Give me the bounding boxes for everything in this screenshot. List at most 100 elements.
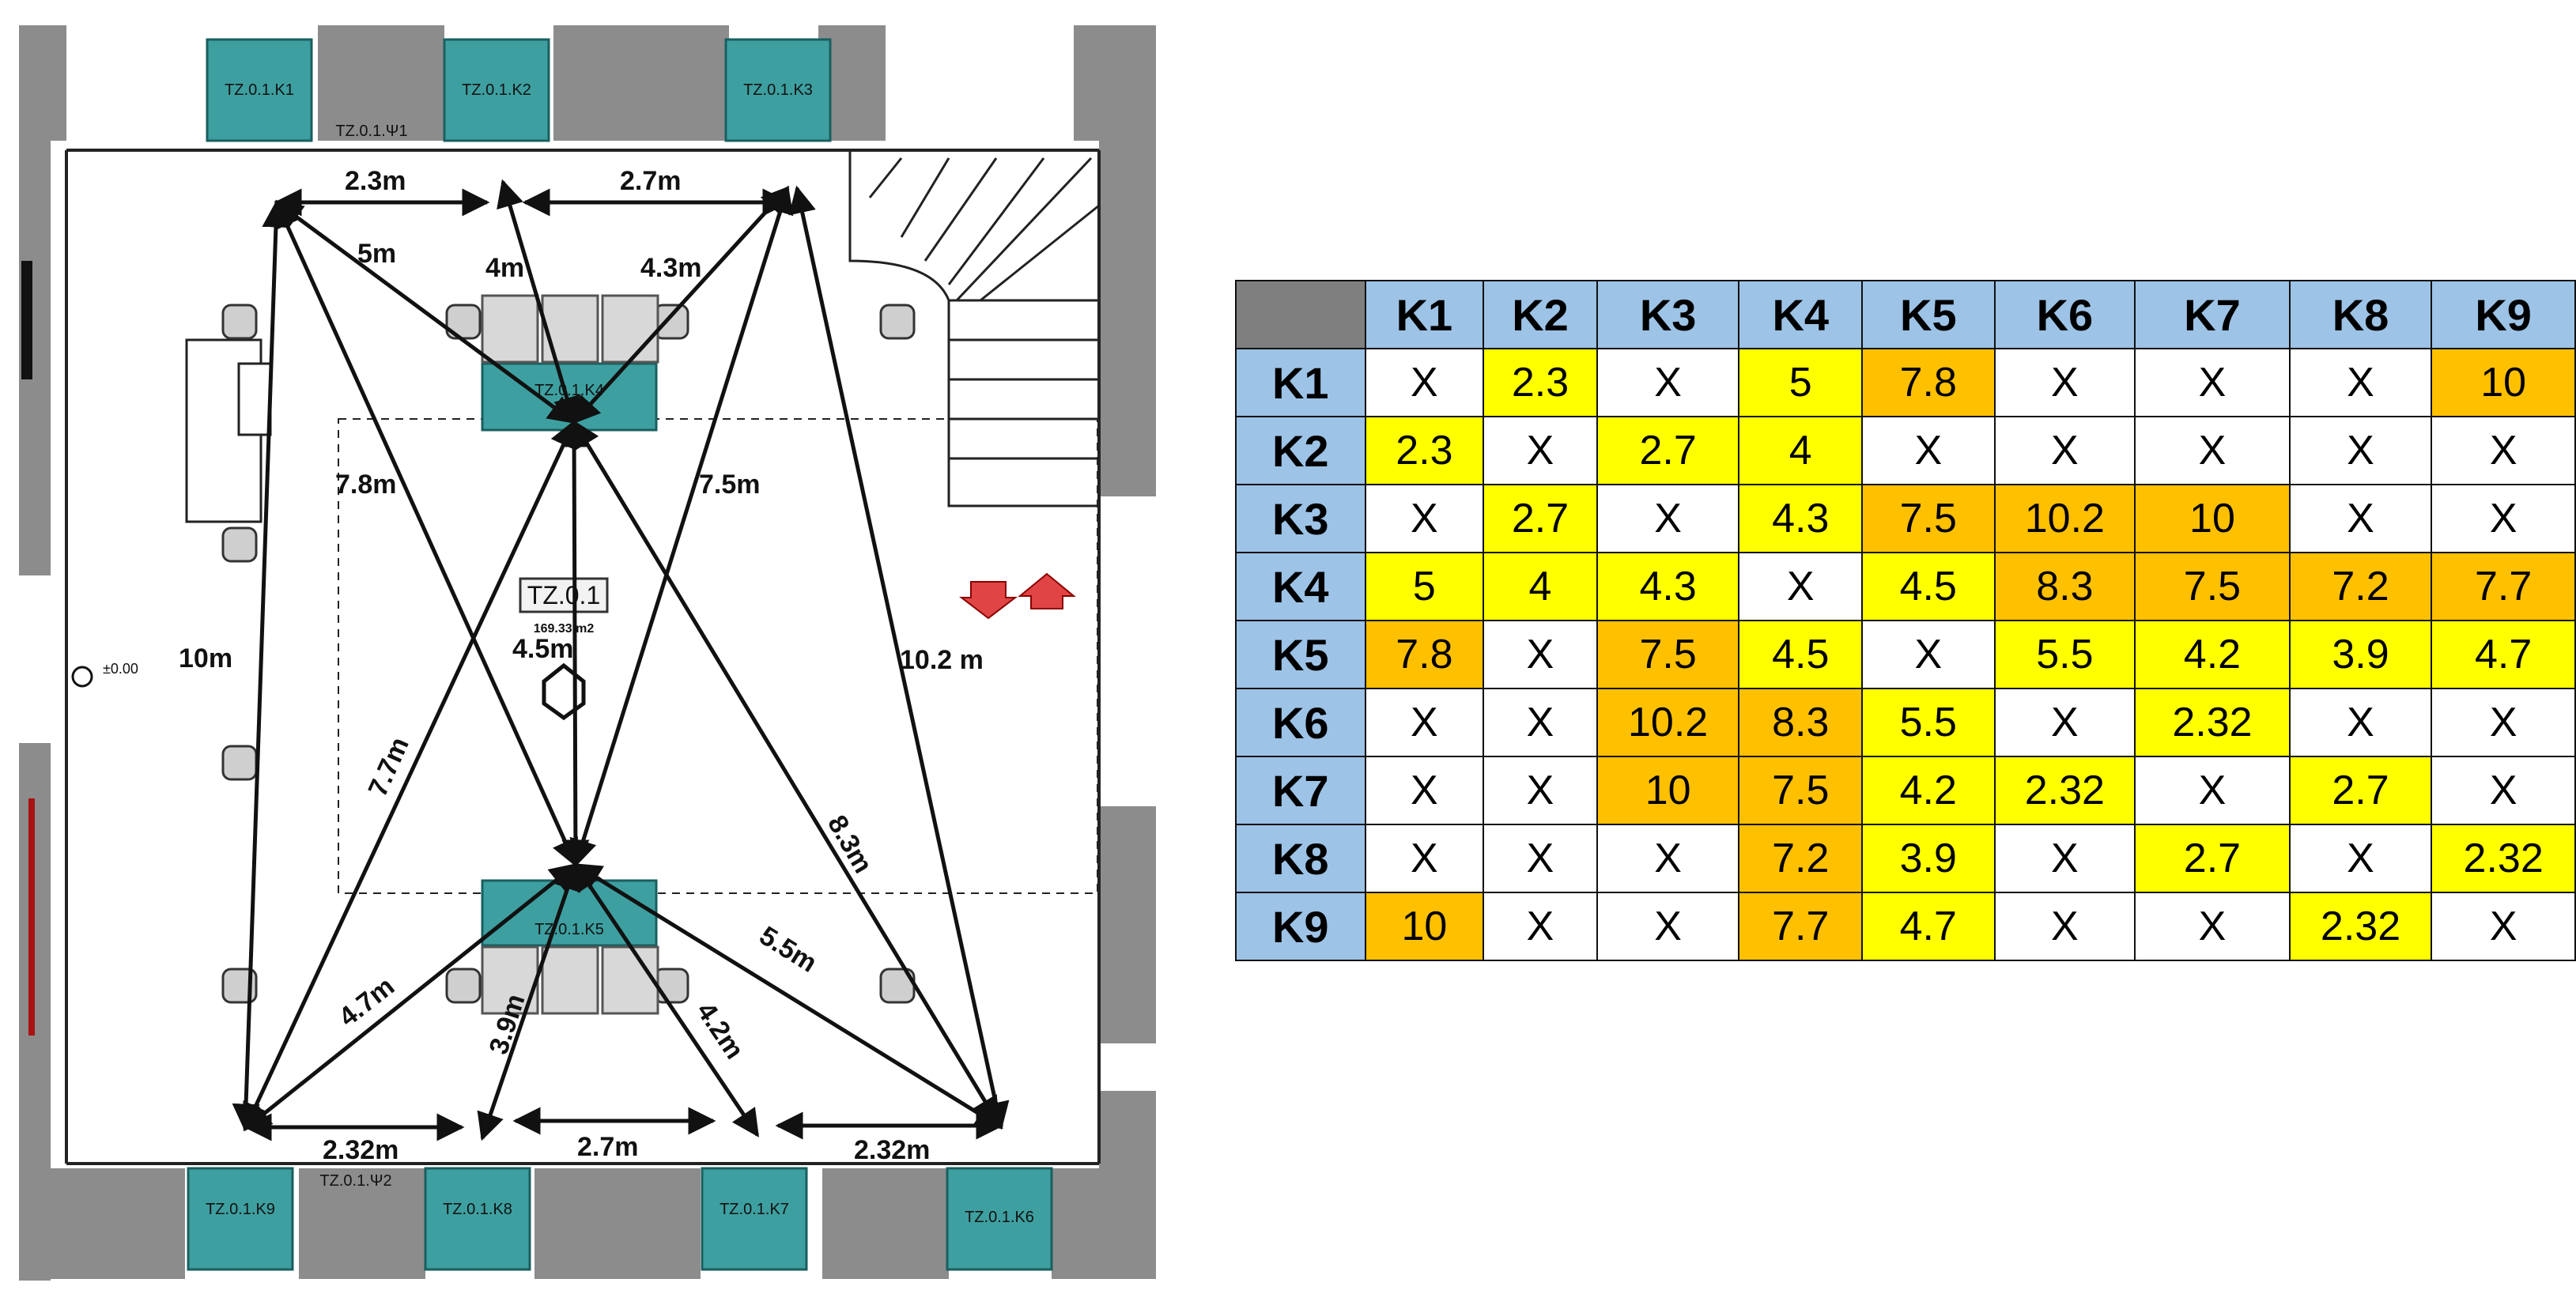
matrix-cell: X	[1993, 688, 2136, 757]
matrix-cell: X	[1483, 688, 1598, 757]
col-header-k3: K3	[1596, 280, 1740, 349]
matrix-cell: 5.5	[1861, 688, 1996, 757]
matrix-cell: 7.2	[2288, 552, 2433, 621]
row-header-k9: K9	[1235, 892, 1366, 961]
matrix-cell: 7.8	[1861, 348, 1996, 417]
matrix-cell: X	[2288, 688, 2433, 757]
col-header-k8: K8	[2288, 280, 2433, 349]
dist-k1-k2: 2.3m	[345, 166, 406, 196]
row-header-k3: K3	[1235, 484, 1366, 553]
matrix-cell: 4.2	[2134, 620, 2291, 689]
matrix-cell: X	[1483, 892, 1598, 961]
col-header-k1: K1	[1364, 280, 1485, 349]
dist-k2-k3: 2.7m	[620, 166, 682, 196]
matrix-cell: 7.5	[1596, 620, 1740, 689]
matrix-cell: 2.32	[2134, 688, 2291, 757]
matrix-cell: X	[1364, 756, 1485, 825]
matrix-cell: 7.7	[2431, 552, 2576, 621]
matrix-cell: X	[2288, 416, 2433, 485]
dist-k8-k7: 2.7m	[577, 1132, 639, 1162]
label-k3: TZ.0.1.K3	[743, 81, 813, 99]
matrix-cell: 5	[1738, 348, 1864, 417]
matrix-cell: X	[1483, 620, 1598, 689]
matrix-cell: 2.7	[2134, 824, 2291, 893]
dist-k1-k4: 5m	[357, 239, 396, 269]
matrix-cell: X	[2431, 416, 2576, 485]
matrix-cell: X	[2288, 824, 2433, 893]
matrix-cell: 4.7	[2431, 620, 2576, 689]
col-header-k9: K9	[2431, 280, 2576, 349]
matrix-cell: X	[1738, 552, 1864, 621]
matrix-cell: 2.32	[2288, 892, 2433, 961]
row-header-k1: K1	[1235, 348, 1366, 417]
matrix-cell: X	[2431, 892, 2576, 961]
matrix-cell: X	[1596, 892, 1740, 961]
matrix-cell: X	[2134, 892, 2291, 961]
walls	[19, 25, 1156, 1281]
matrix-cell: X	[2431, 756, 2576, 825]
access-point-icon	[542, 662, 586, 721]
matrix-cell: 2.7	[2288, 756, 2433, 825]
label-k7: TZ.0.1.K7	[720, 1201, 789, 1218]
dist-k7-k6: 2.32m	[854, 1135, 930, 1165]
label-k4: TZ.0.1.K4	[534, 382, 604, 399]
label-k6: TZ.0.1.K6	[965, 1209, 1034, 1226]
matrix-cell: 2.7	[1483, 484, 1598, 553]
door-label-bottom: TZ.0.1.Ψ2	[319, 1172, 391, 1190]
row-header-k4: K4	[1235, 552, 1366, 621]
matrix-cell: 4.5	[1738, 620, 1864, 689]
matrix-cell: X	[2288, 348, 2433, 417]
room-label: TZ.0.1	[527, 581, 600, 609]
dist-k2-k4: 4m	[485, 253, 524, 283]
cabinet-k9	[187, 1167, 294, 1271]
matrix-cell: X	[1596, 348, 1740, 417]
matrix-cell: X	[1364, 484, 1485, 553]
cabinet-k6	[946, 1167, 1053, 1271]
dist-k4-k5: 4.5m	[512, 634, 574, 664]
matrix-cell: X	[1483, 824, 1598, 893]
matrix-cell: X	[2134, 416, 2291, 485]
dist-k5-k7: 4.2m	[690, 997, 750, 1064]
dist-k5-k6: 5.5m	[754, 921, 822, 979]
cabinet-k1	[206, 38, 313, 142]
matrix-cell: X	[2134, 756, 2291, 825]
matrix-cell: X	[1993, 348, 2136, 417]
floor-plan: TZ.0.1.K1 TZ.0.1.K2 TZ.0.1.K3 TZ.0.1.K4 …	[19, 25, 1156, 1281]
row-header-k7: K7	[1235, 756, 1366, 825]
matrix-cell: 10	[2134, 484, 2291, 553]
matrix-cell: 8.3	[1993, 552, 2136, 621]
matrix-cell: 5	[1364, 552, 1485, 621]
col-header-k6: K6	[1993, 280, 2136, 349]
dist-k3-k6: 10.2 m	[900, 645, 984, 675]
matrix-cell: X	[1993, 824, 2136, 893]
matrix-cell: X	[2134, 348, 2291, 417]
matrix-cell: 10	[2431, 348, 2576, 417]
matrix-cell: X	[2431, 688, 2576, 757]
matrix-cell: 10	[1364, 892, 1485, 961]
matrix-cell: 7.2	[1738, 824, 1864, 893]
matrix-cell: 4.3	[1596, 552, 1740, 621]
dist-k1-k9: 10m	[179, 643, 232, 673]
matrix-cell: X	[1364, 348, 1485, 417]
elevation-label: ±0.00	[103, 661, 138, 677]
matrix-cell: 2.3	[1483, 348, 1598, 417]
row-header-k5: K5	[1235, 620, 1366, 689]
matrix-cell: 8.3	[1738, 688, 1864, 757]
col-header-k5: K5	[1861, 280, 1996, 349]
dist-k1-k5: 7.8m	[335, 470, 397, 500]
dist-k9-k8: 2.32m	[323, 1135, 398, 1165]
elevation-marker	[71, 666, 93, 688]
matrix-cell: 10.2	[1993, 484, 2136, 553]
matrix-cell: 4.2	[1861, 756, 1996, 825]
matrix-cell: X	[1364, 688, 1485, 757]
dist-k3-k5: 7.5m	[699, 470, 761, 500]
col-header-k4: K4	[1738, 280, 1864, 349]
label-k1: TZ.0.1.K1	[225, 81, 294, 99]
